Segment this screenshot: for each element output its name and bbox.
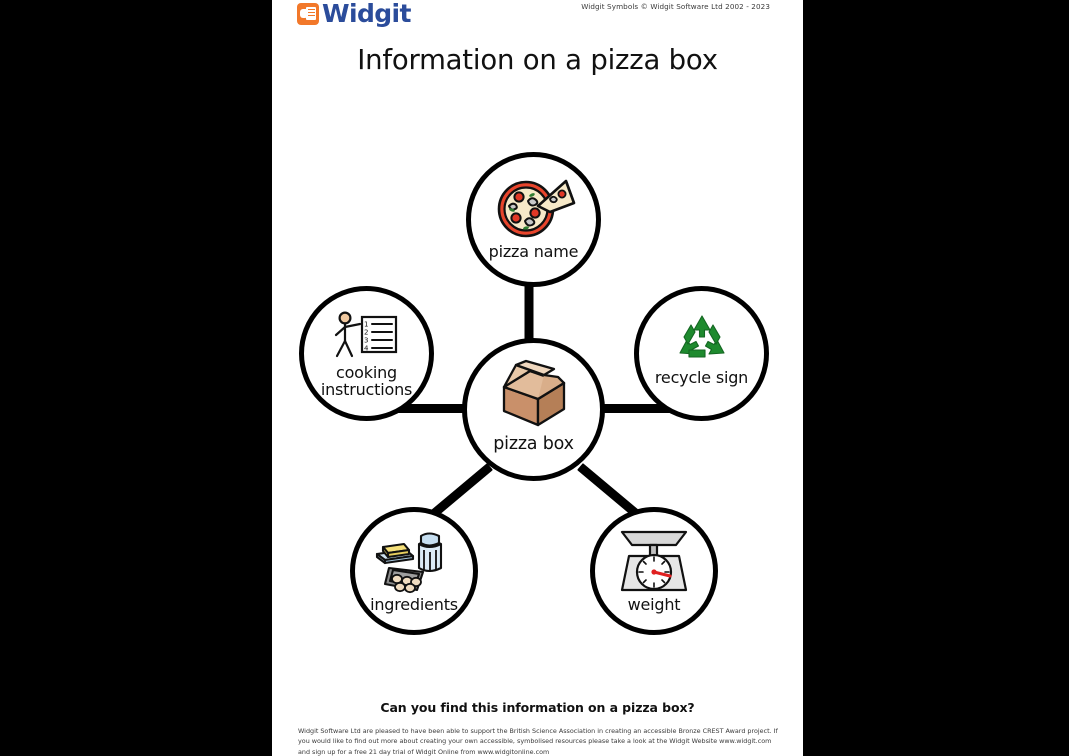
- node-weight[interactable]: weight: [590, 507, 718, 635]
- node-label: weight: [627, 595, 681, 614]
- node-label: cooking instructions: [320, 363, 413, 400]
- footer-question: Can you find this information on a pizza…: [380, 700, 695, 715]
- ingredients-icon: [371, 528, 457, 594]
- svg-text:1: 1: [364, 321, 368, 329]
- footer-smallprint: Widgit Software Ltd are pleased to have …: [298, 727, 778, 756]
- node-label: pizza box: [493, 434, 574, 454]
- page-title: Information on a pizza box: [357, 44, 718, 76]
- mind-map-diagram: pizza name: [272, 0, 803, 756]
- node-label: ingredients: [370, 595, 458, 614]
- cardboard-box-icon: [494, 359, 574, 429]
- kitchen-scale-icon: [616, 526, 692, 596]
- node-label: recycle sign: [654, 368, 749, 387]
- node-pizza-box-center[interactable]: pizza box: [462, 338, 605, 481]
- widgit-logo: Widgit: [297, 1, 411, 26]
- svg-text:3: 3: [364, 337, 368, 345]
- node-recycle-sign[interactable]: recycle sign: [634, 286, 769, 421]
- node-pizza-name[interactable]: pizza name: [466, 152, 601, 287]
- worksheet-page: Widgit Widgit Symbols © Widgit Software …: [272, 0, 803, 756]
- pizza-slice-icon: [488, 173, 580, 239]
- node-label: pizza name: [488, 242, 579, 261]
- recycle-icon: [675, 313, 729, 363]
- widgit-logo-text: Widgit: [322, 0, 411, 28]
- widgit-symbol-icon: [297, 2, 319, 25]
- svg-text:2: 2: [364, 329, 368, 337]
- svg-text:4: 4: [364, 345, 369, 353]
- node-ingredients[interactable]: ingredients: [350, 507, 478, 635]
- copyright-notice: Widgit Symbols © Widgit Software Ltd 200…: [581, 2, 770, 11]
- connector-center-to-recycle: [600, 404, 675, 413]
